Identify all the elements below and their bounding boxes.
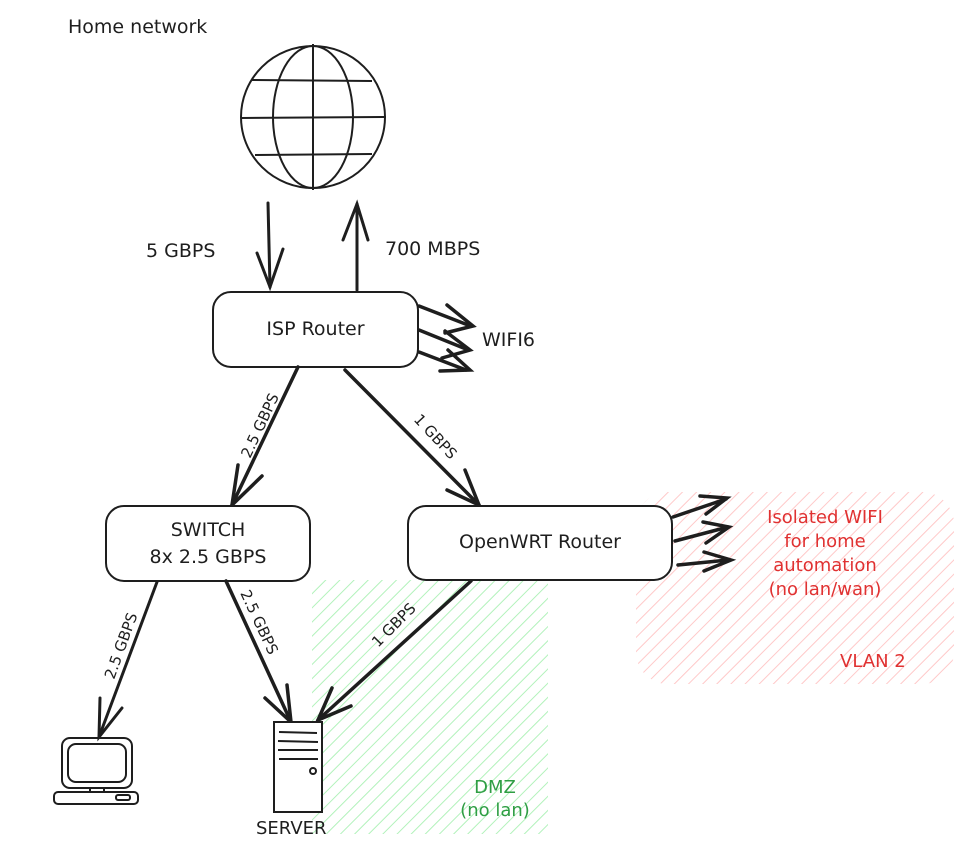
vlan-line-3: automation bbox=[773, 555, 877, 576]
diagram-title: Home network bbox=[68, 16, 208, 38]
vlan-line-1: Isolated WIFI bbox=[767, 507, 883, 528]
openwrt-router-label: OpenWRT Router bbox=[459, 531, 621, 553]
switch-ports: 8x 2.5 GBPS bbox=[149, 546, 267, 568]
isp-to-openwrt-label: 1 GBPS bbox=[410, 410, 461, 462]
server-label: SERVER bbox=[256, 818, 327, 839]
downlink-label: 5 GBPS bbox=[146, 240, 216, 262]
openwrt-router-box[interactable] bbox=[407, 505, 673, 581]
downlink-arrow bbox=[255, 201, 285, 292]
globe-icon bbox=[240, 44, 387, 190]
uplink-arrow bbox=[341, 199, 370, 292]
switch-label: SWITCH 8x 2.5 GBPS bbox=[106, 517, 310, 571]
isp-router-label: ISP Router bbox=[266, 318, 365, 340]
vlan-line-2: for home bbox=[784, 531, 866, 552]
isp-wifi-label: WIFI6 bbox=[482, 329, 536, 351]
vlan-description: Isolated WIFI for home automation (no la… bbox=[720, 506, 930, 602]
switch-box[interactable] bbox=[105, 505, 311, 582]
openwrt-to-server-arrow bbox=[314, 579, 473, 724]
vlan-line-4: (no lan/wan) bbox=[768, 579, 882, 600]
computer-icon bbox=[53, 737, 139, 805]
server-icon bbox=[273, 721, 323, 813]
vlan-zone bbox=[636, 492, 954, 684]
openwrt-wifi-arrows bbox=[671, 494, 737, 573]
dmz-description: DMZ (no lan) bbox=[440, 776, 550, 822]
switch-to-pc-label: 2.5 GBPS bbox=[101, 610, 142, 681]
dmz-line-1: DMZ bbox=[474, 777, 516, 798]
vlan-label: VLAN 2 bbox=[840, 651, 906, 672]
dmz-line-2: (no lan) bbox=[460, 800, 530, 821]
switch-name: SWITCH bbox=[170, 519, 246, 541]
isp-wifi-arrows bbox=[417, 303, 477, 373]
uplink-label: 700 MBPS bbox=[385, 238, 481, 260]
isp-to-openwrt-arrow bbox=[343, 368, 483, 509]
